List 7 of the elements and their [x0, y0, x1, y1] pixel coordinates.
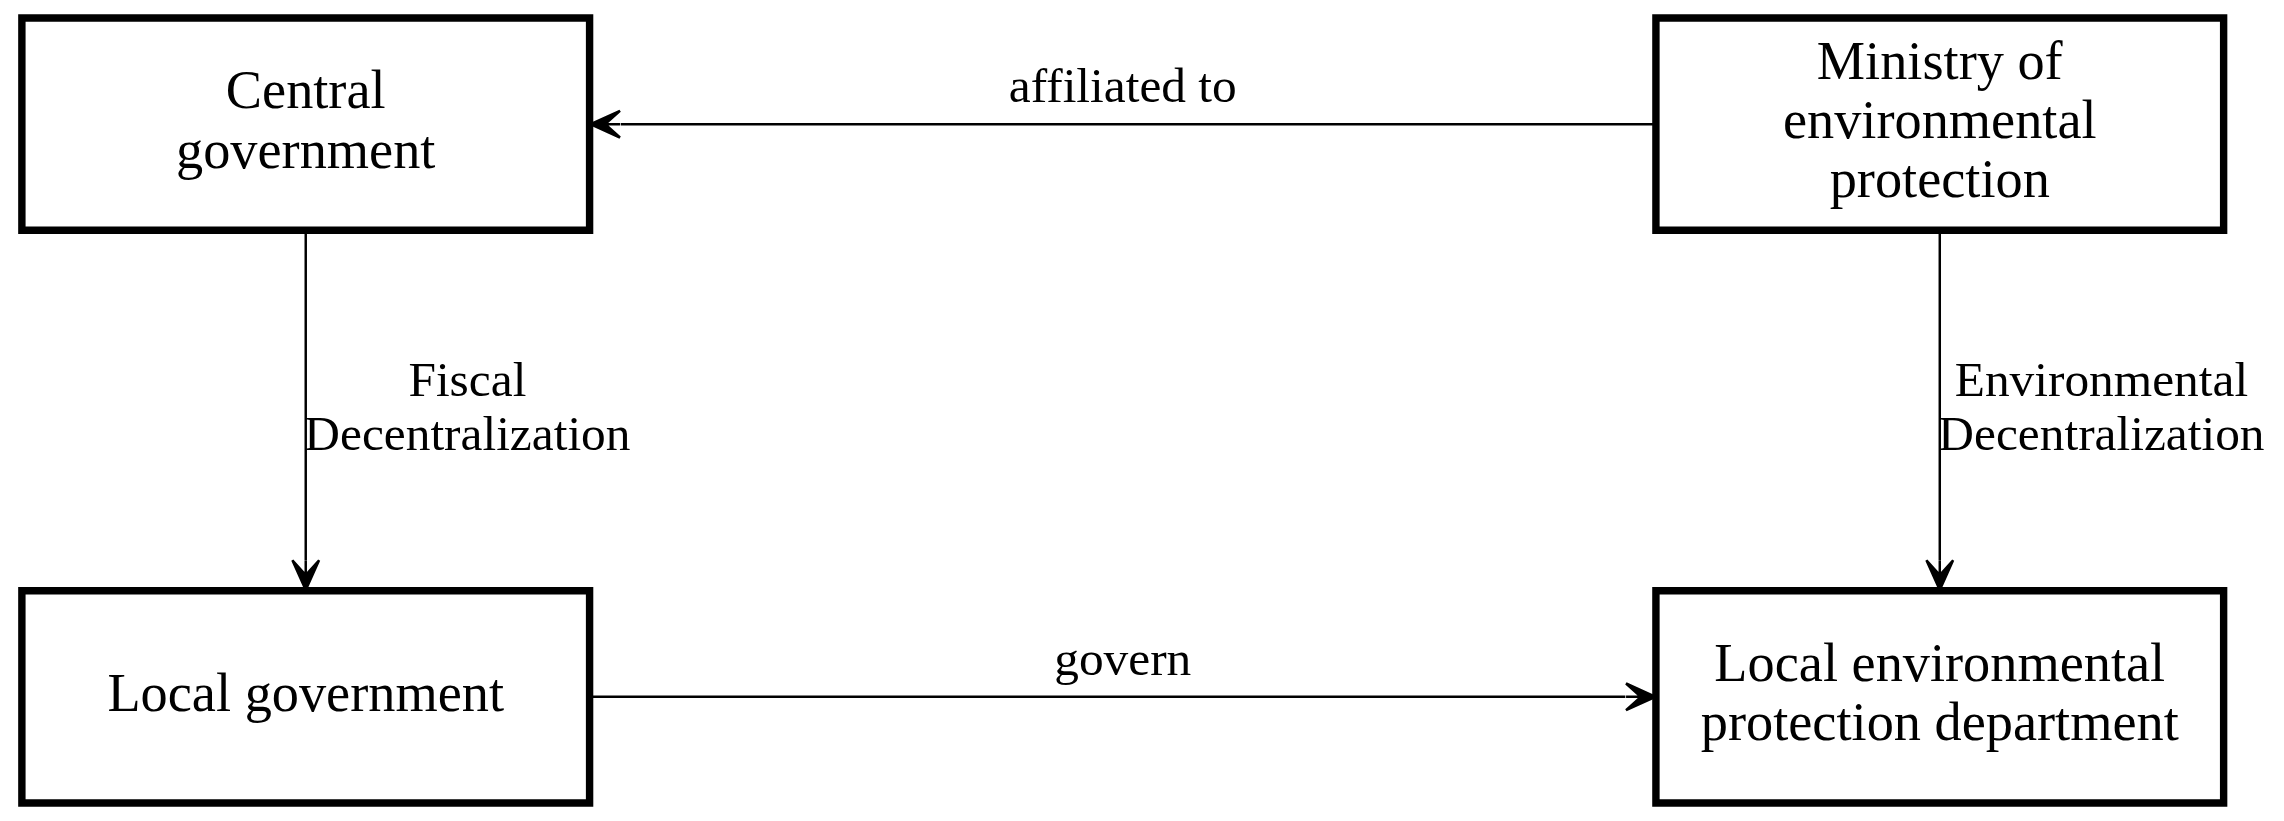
edge-label: affiliated to: [1008, 57, 1237, 113]
node-box: Ministry of environmental protection: [1651, 14, 2227, 234]
edge-label: Environmental Decentralization: [1937, 351, 2265, 461]
node-box: Local environmental protection department: [1651, 587, 2227, 807]
node-box: Central government: [17, 14, 593, 234]
edge-label: govern: [1053, 630, 1191, 686]
node-box: Local government: [17, 587, 593, 807]
